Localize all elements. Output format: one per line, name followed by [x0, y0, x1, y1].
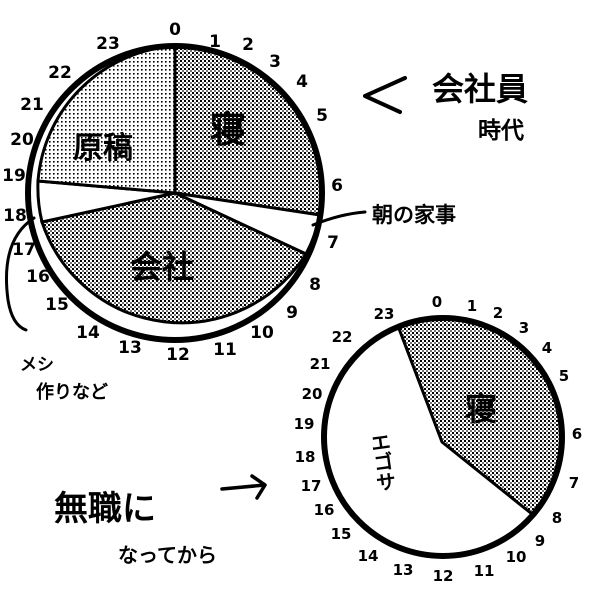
- hour-label: 9: [286, 303, 298, 323]
- hour-label: 2: [242, 35, 254, 55]
- hour-label: 22: [48, 63, 72, 83]
- hour-label: 7: [569, 474, 579, 492]
- hour-label: 18: [295, 448, 316, 466]
- caption-office-worker-line2: 時代: [478, 118, 524, 144]
- hour-label: 18: [3, 206, 27, 226]
- hour-label: 19: [294, 415, 315, 433]
- right-arrow-icon: [220, 474, 267, 500]
- hour-ticks-top: 0 1 2 3 4 5 6 7 8 9 10 11 12 13 14 15 16…: [2, 20, 343, 365]
- hour-label: 15: [45, 295, 69, 315]
- hour-label: 20: [10, 130, 34, 150]
- callout-line-morning-chores: [311, 210, 367, 227]
- hour-label: 13: [393, 561, 414, 579]
- office-worker-pie-chart: 寝 会社 原稿 0 1 2 3 4 5 6 7 8 9 10 11 12 13 …: [2, 20, 528, 403]
- left-arrow-icon: [363, 76, 407, 114]
- hour-label: 4: [542, 339, 552, 357]
- hour-label: 8: [552, 509, 562, 527]
- caption-unemployed-line1: 無職に: [54, 489, 156, 529]
- pie-outline: [25, 43, 325, 343]
- hour-label: 23: [96, 34, 120, 54]
- hour-label: 11: [213, 340, 237, 360]
- hour-label: 12: [433, 567, 454, 585]
- hour-label: 15: [331, 525, 352, 543]
- callout-morning-chores: 朝の家事: [372, 203, 456, 227]
- callout-line-cooking: [4, 216, 36, 332]
- hour-label: 12: [166, 345, 190, 365]
- callout-cooking-line2: 作りなど: [36, 381, 108, 403]
- hour-label: 0: [432, 293, 442, 311]
- hour-label: 17: [301, 477, 322, 495]
- unemployed-pie-chart: 寝 エゴサ 0 1 2 3 4 5 6 7 8 9 10 11 12 13 14…: [54, 293, 582, 585]
- hour-label: 6: [572, 425, 582, 443]
- hour-label: 20: [302, 385, 323, 403]
- hour-label: 13: [118, 338, 142, 358]
- pie-slice-office: [40, 191, 309, 325]
- hour-label: 3: [519, 319, 529, 337]
- hour-label: 16: [26, 267, 50, 287]
- hour-label: 7: [327, 233, 339, 253]
- slice-label-manuscript: 原稿: [73, 131, 133, 166]
- caption-unemployed-line2: なってから: [118, 543, 217, 567]
- hour-label: 5: [559, 367, 569, 385]
- hour-label: 1: [467, 297, 477, 315]
- hour-label: 9: [535, 532, 545, 550]
- caption-office-worker-line1: 会社員: [432, 70, 528, 108]
- hour-label: 10: [250, 323, 274, 343]
- pie-outline: [321, 315, 565, 559]
- hour-label: 4: [296, 72, 308, 92]
- hour-label: 0: [169, 20, 181, 40]
- hour-label: 19: [2, 166, 26, 186]
- hour-label: 17: [12, 240, 36, 260]
- hour-label: 8: [309, 275, 321, 295]
- hour-label: 5: [316, 106, 328, 126]
- hour-label: 2: [493, 304, 503, 322]
- hour-label: 1: [209, 32, 221, 52]
- hour-label: 3: [269, 52, 281, 72]
- hour-label: 11: [474, 562, 495, 580]
- slice-label-sleep: 寝: [210, 109, 246, 151]
- hour-label: 10: [506, 548, 527, 566]
- hour-label: 21: [20, 95, 44, 115]
- hour-label: 14: [358, 547, 379, 565]
- hour-label: 21: [310, 355, 331, 373]
- hour-label: 16: [314, 501, 335, 519]
- hour-label: 22: [332, 328, 353, 346]
- slice-label-sleep: 寝: [465, 390, 497, 428]
- hour-label: 23: [374, 305, 395, 323]
- hour-ticks-bottom: 0 1 2 3 4 5 6 7 8 9 10 11 12 13 14 15 16…: [294, 293, 583, 585]
- hour-label: 14: [76, 323, 100, 343]
- slice-label-office: 会社: [130, 248, 194, 286]
- callout-cooking-line1: メシ: [20, 355, 54, 375]
- hour-label: 6: [331, 176, 343, 196]
